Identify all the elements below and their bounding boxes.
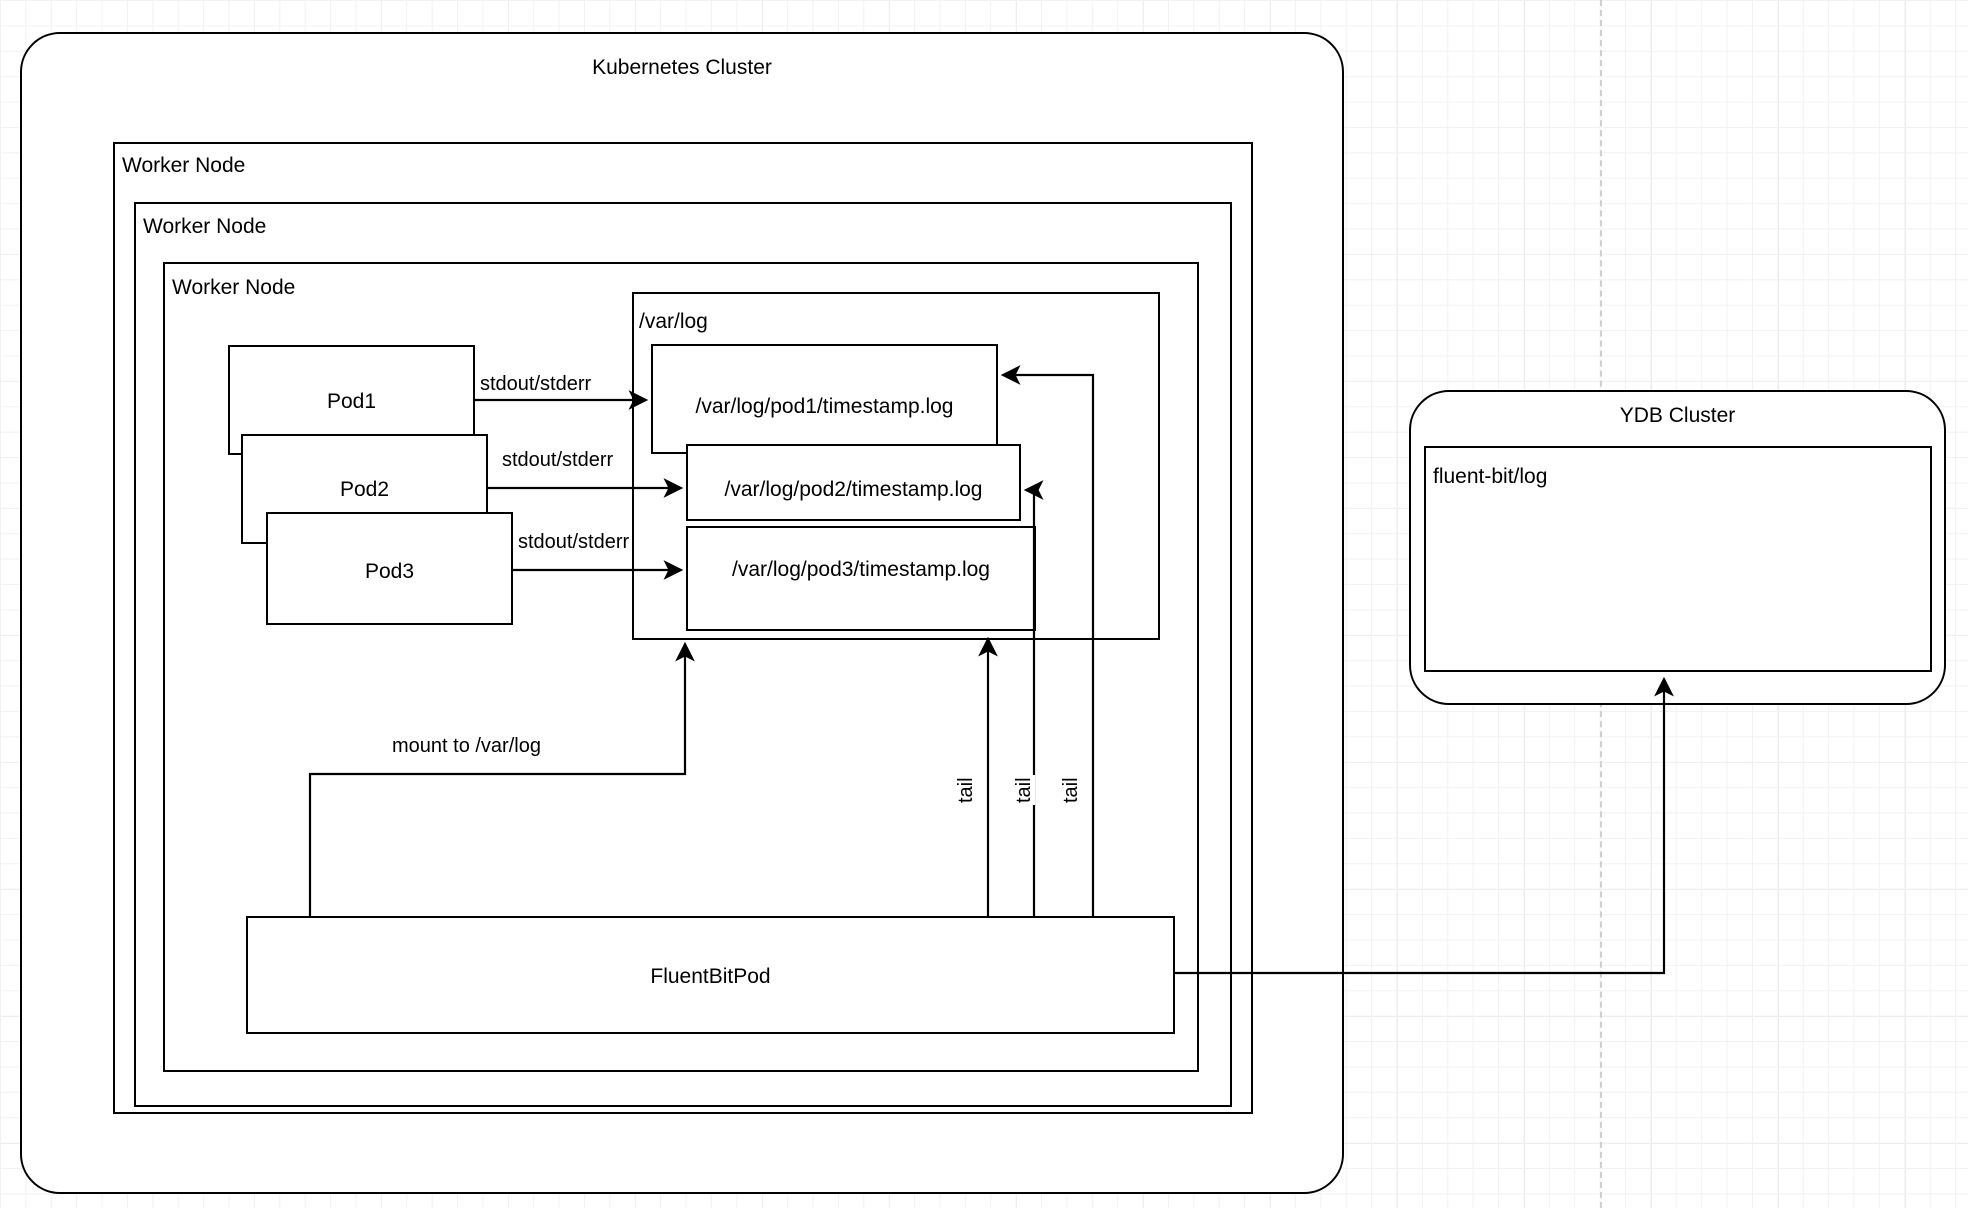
edge-label-pod3-stdout: stdout/stderr — [516, 531, 632, 553]
pod3-log-box[interactable] — [686, 526, 1036, 631]
ydb-cluster-label: YDB Cluster — [1619, 404, 1736, 427]
edge-label-mount: mount to /var/log — [390, 735, 543, 757]
pod3-label: Pod3 — [364, 560, 415, 583]
edge-label-pod1-stdout: stdout/stderr — [478, 373, 594, 395]
edge-fluentbit-to-ydb — [1175, 676, 1674, 975]
worker-node-2-label: Worker Node — [143, 215, 267, 238]
edge-label-tail-1: tail — [955, 775, 977, 805]
fluent-bit-log-table-label: fluent-bit/log — [1433, 465, 1548, 488]
pod3-log-label: /var/log/pod3/timestamp.log — [732, 558, 990, 581]
edge-mount-var-log — [308, 641, 695, 916]
edge-tail-pod1 — [1000, 365, 1095, 916]
edge-label-tail-3: tail — [1060, 775, 1082, 805]
edge-tail-pod2 — [1023, 480, 1044, 916]
pod3-box[interactable] — [266, 512, 513, 625]
worker-node-1-label: Worker Node — [122, 154, 246, 177]
var-log-label: /var/log — [639, 310, 708, 333]
fluentbit-pod-label: FluentBitPod — [650, 965, 771, 988]
edge-label-pod2-stdout: stdout/stderr — [500, 449, 616, 471]
worker-node-3-label: Worker Node — [172, 276, 296, 299]
pod2-log-box[interactable] — [686, 444, 1021, 521]
pod2-label: Pod2 — [339, 478, 390, 501]
pod2-log-label: /var/log/pod2/timestamp.log — [724, 478, 983, 501]
edge-label-tail-2: tail — [1013, 775, 1035, 805]
pod1-label: Pod1 — [326, 390, 377, 413]
fluent-bit-log-table-box[interactable] — [1424, 446, 1932, 672]
pod1-log-label: /var/log/pod1/timestamp.log — [695, 395, 954, 418]
fluentbit-pod-box[interactable] — [246, 916, 1175, 1034]
kubernetes-cluster-label: Kubernetes Cluster — [592, 56, 772, 79]
